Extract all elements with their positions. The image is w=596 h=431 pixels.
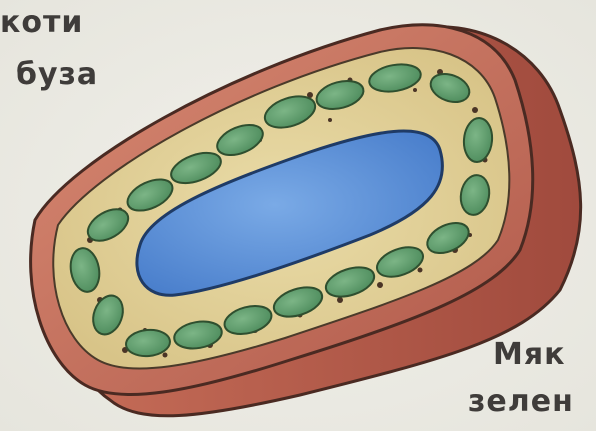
caption-bottom-right-line2: зелен bbox=[468, 387, 574, 417]
caption-top-left-line1: коти bbox=[0, 8, 83, 38]
caption-bottom-right-line1: Мяк bbox=[493, 340, 565, 370]
caption-top-left-line2: буза bbox=[16, 60, 98, 90]
